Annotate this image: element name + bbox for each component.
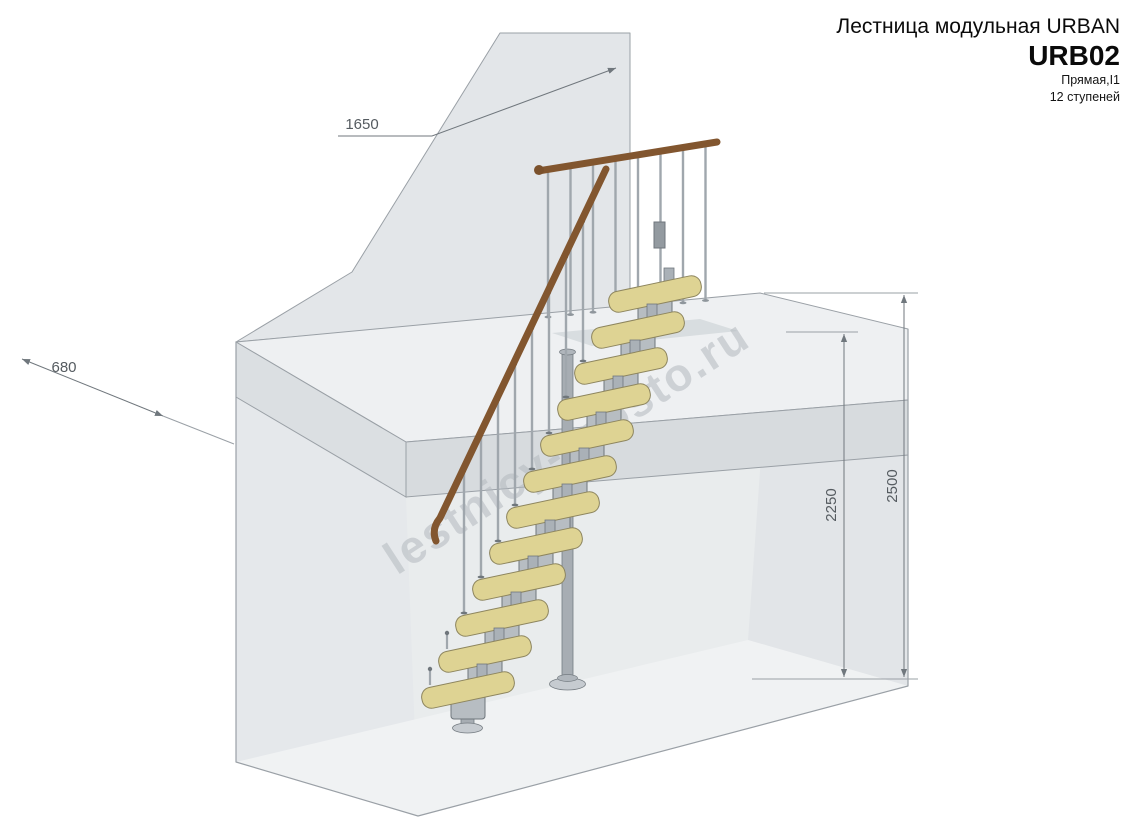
dimension-1650-leader <box>338 67 617 137</box>
title-block: Лестница модульная URBAN URB02 Прямая,I1… <box>836 14 1120 105</box>
room-left-wall <box>236 397 418 816</box>
baluster-base <box>494 539 502 543</box>
step-tread <box>421 671 515 709</box>
dimension-680: 680 <box>21 358 235 445</box>
tread-pin-top <box>444 630 450 636</box>
dimension-1650: 1650 <box>338 67 617 137</box>
baluster-base <box>562 395 570 399</box>
dimension-2250-label: 2250 <box>823 488 840 521</box>
dimension-680-label: 680 <box>51 359 76 376</box>
platform-baluster-base <box>567 313 574 317</box>
pole-top-flange <box>559 348 576 356</box>
platform-handrail <box>534 138 721 175</box>
dimension-2500-label: 2500 <box>884 469 901 502</box>
room-outline <box>235 329 909 817</box>
product-model: URB02 <box>1028 40 1120 72</box>
handrail-finial <box>534 165 544 175</box>
baluster-base <box>477 575 485 579</box>
railing-bracket <box>653 221 666 249</box>
baluster-base <box>528 467 536 471</box>
baluster-base <box>545 431 553 435</box>
product-series: Лестница модульная URBAN <box>836 15 1120 38</box>
platform-baluster-base <box>702 299 709 302</box>
product-step-count: 12 ступеней <box>1049 89 1120 104</box>
staircase-steps <box>421 267 702 720</box>
dimension-680-extension <box>162 415 235 445</box>
dimension-2500: 2500 <box>752 292 918 680</box>
platform-railing <box>534 138 721 319</box>
dimension-1650-label: 1650 <box>345 116 378 133</box>
dimension-2250: 2250 <box>786 331 858 677</box>
platform-baluster-base <box>679 301 687 305</box>
room-right-wall <box>748 415 908 686</box>
stair-step-1 <box>421 663 515 720</box>
baluster-base <box>460 611 468 615</box>
room-floor <box>236 640 908 816</box>
baluster-base <box>579 359 587 363</box>
tread-pin-top <box>427 666 433 672</box>
product-type: Прямая,I1 <box>1061 73 1120 88</box>
platform-baluster-base <box>589 310 597 314</box>
stair-handrail <box>430 165 610 545</box>
dimension-680-line <box>21 358 164 417</box>
baluster-base <box>511 503 519 507</box>
pole-base-collar <box>557 674 578 682</box>
pedestal-base-plate <box>452 722 483 734</box>
